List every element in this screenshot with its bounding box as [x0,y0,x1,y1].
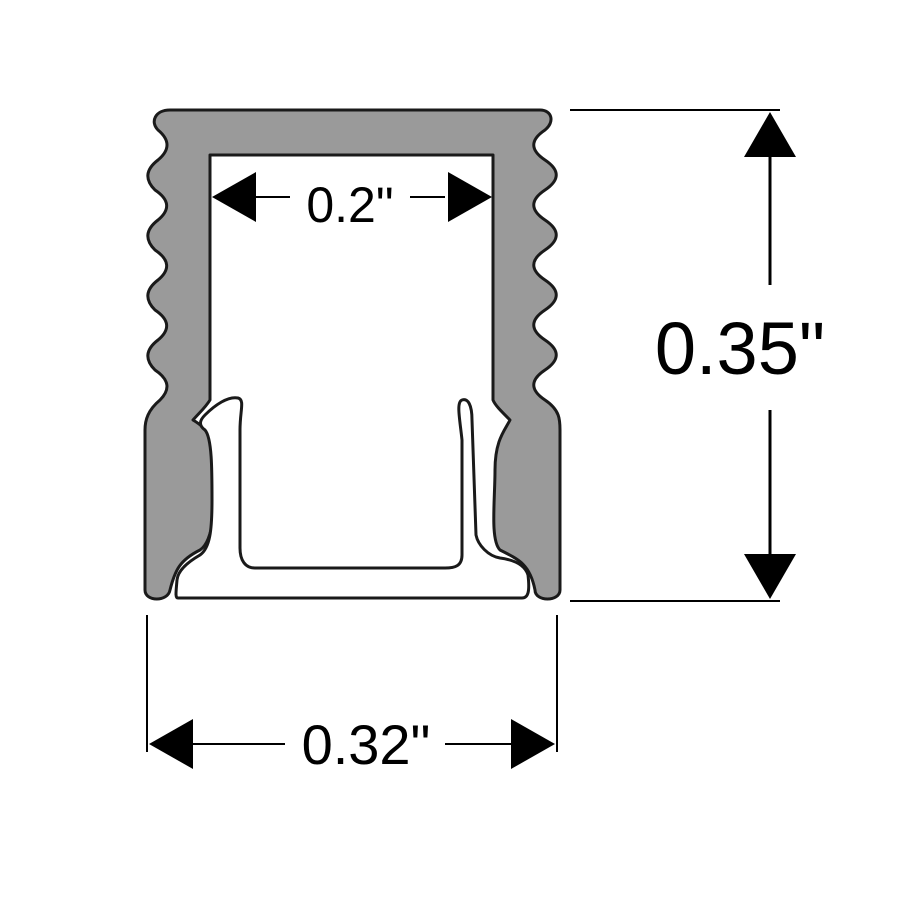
overall-height-label: 0.35" [655,307,825,390]
overall-width-dimension: 0.32" [146,615,558,776]
overall-width-label: 0.32" [302,713,431,776]
width-right-arrow [511,719,555,769]
inner-width-right-arrow [448,172,492,222]
inner-width-left-arrow [212,172,256,222]
insert-clip [174,396,531,600]
overall-height-dimension: 0.35" [570,109,825,602]
inner-width-label: 0.2" [306,177,393,233]
width-left-arrow [149,719,193,769]
height-bottom-arrow [744,554,796,599]
channel-profile [143,108,562,601]
height-top-arrow [744,112,796,157]
inner-width-dimension: 0.2" [212,172,492,233]
